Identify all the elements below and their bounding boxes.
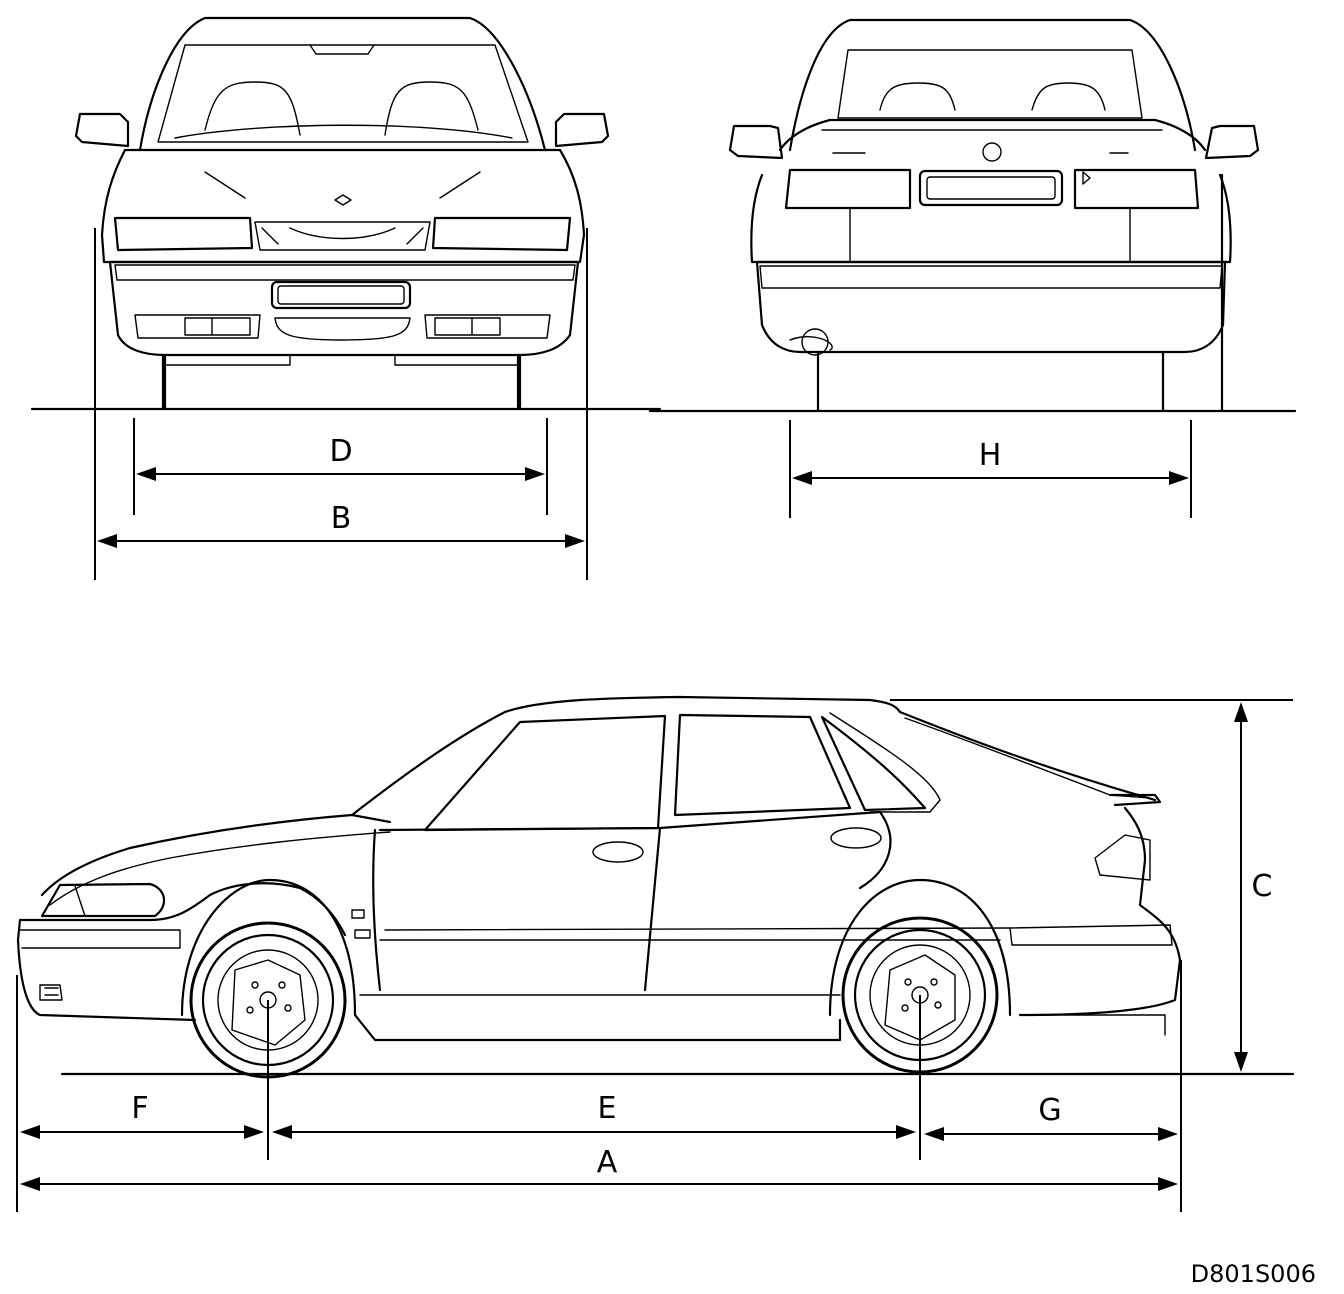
dimension-labels: D B H C F E G A D801S006 xyxy=(131,434,1316,1288)
side-view xyxy=(16,695,1295,1079)
dimension-label-b: B xyxy=(331,501,352,536)
dimension-label-a: A xyxy=(597,1145,618,1180)
dimension-label-d: D xyxy=(329,434,352,469)
dimension-label-c: C xyxy=(1252,869,1273,904)
dimension-label-e: E xyxy=(598,1091,617,1126)
dimension-label-f: F xyxy=(131,1091,148,1126)
dimension-label-g: G xyxy=(1038,1093,1061,1128)
dimension-lines xyxy=(16,228,1293,1212)
front-view xyxy=(30,16,662,411)
rear-view xyxy=(648,18,1297,413)
dimension-label-h: H xyxy=(979,438,1002,473)
drawing-code: D801S006 xyxy=(1191,1260,1316,1288)
